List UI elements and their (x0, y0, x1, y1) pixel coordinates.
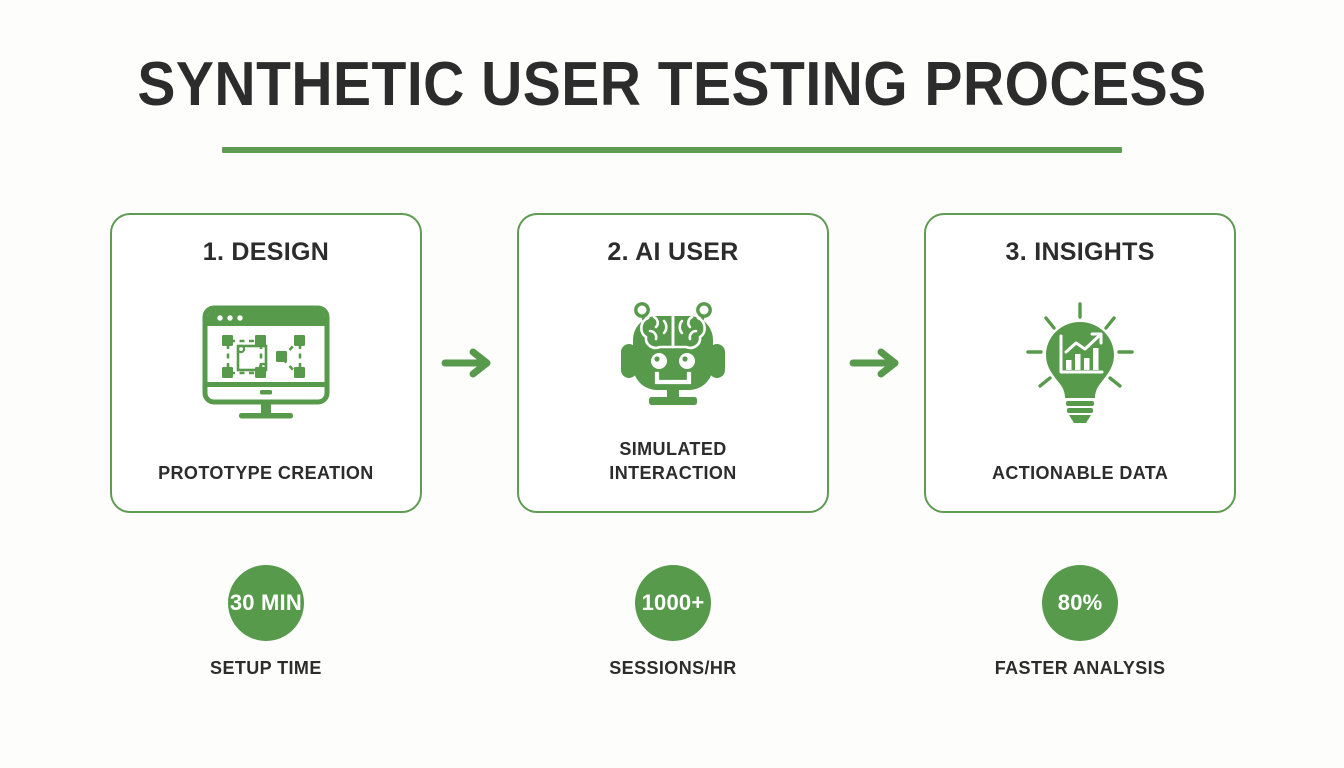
stat-label: FASTER ANALYSIS (994, 658, 1166, 678)
page-title: SYNTHETIC USER TESTING PROCESS (137, 50, 1207, 119)
step-icon-wrapper (940, 267, 1220, 462)
step-title: 1. DESIGN (202, 238, 330, 266)
stat-value: 30 MIN (229, 590, 302, 615)
arrow-right-icon (441, 348, 491, 378)
step-icon-wrapper (533, 267, 813, 439)
step-title: 2. AI USER (607, 238, 739, 266)
stat-sessions-per-hour: 1000+ SESSIONS/HR (517, 565, 829, 679)
stats-row: 30 MIN SETUP TIME 1000+ SESSIONS/HR 80% … (110, 565, 1236, 695)
step-title: 3. INSIGHTS (1005, 238, 1155, 266)
stat-badge: 80% (1042, 565, 1119, 641)
step-caption: SIMULATED INTERACTION (609, 439, 737, 483)
step-caption: ACTIONABLE DATA (991, 462, 1169, 483)
ai-robot-head-icon (621, 301, 725, 405)
header: SYNTHETIC USER TESTING PROCESS (0, 50, 1344, 154)
stat-value: 1000+ (641, 590, 705, 615)
stat-label: SETUP TIME (210, 658, 322, 678)
monitor-wireframe-icon (202, 305, 330, 419)
stat-value: 80% (1057, 590, 1103, 615)
step-card-insights[interactable]: 3. INSIGHTS (924, 213, 1237, 513)
stat-badge: 30 MIN (227, 565, 304, 641)
connector-2 (829, 213, 924, 513)
connector-1 (422, 213, 517, 513)
stat-faster-analysis: 80% FASTER ANALYSIS (924, 565, 1236, 679)
title-underline-rule (222, 147, 1122, 154)
arrow-right-icon (849, 348, 899, 378)
step-card-design[interactable]: 1. DESIGN (110, 213, 422, 513)
process-steps-row: 1. DESIGN (110, 213, 1237, 513)
step-icon-wrapper (126, 267, 406, 462)
step-caption: PROTOTYPE CREATION (158, 462, 374, 483)
stat-setup-time: 30 MIN SETUP TIME (110, 565, 422, 679)
step-card-ai-user[interactable]: 2. AI USER (517, 213, 829, 513)
lightbulb-chart-icon (1026, 301, 1134, 423)
stat-label: SESSIONS/HR (609, 658, 737, 678)
stat-badge: 1000+ (635, 565, 711, 641)
